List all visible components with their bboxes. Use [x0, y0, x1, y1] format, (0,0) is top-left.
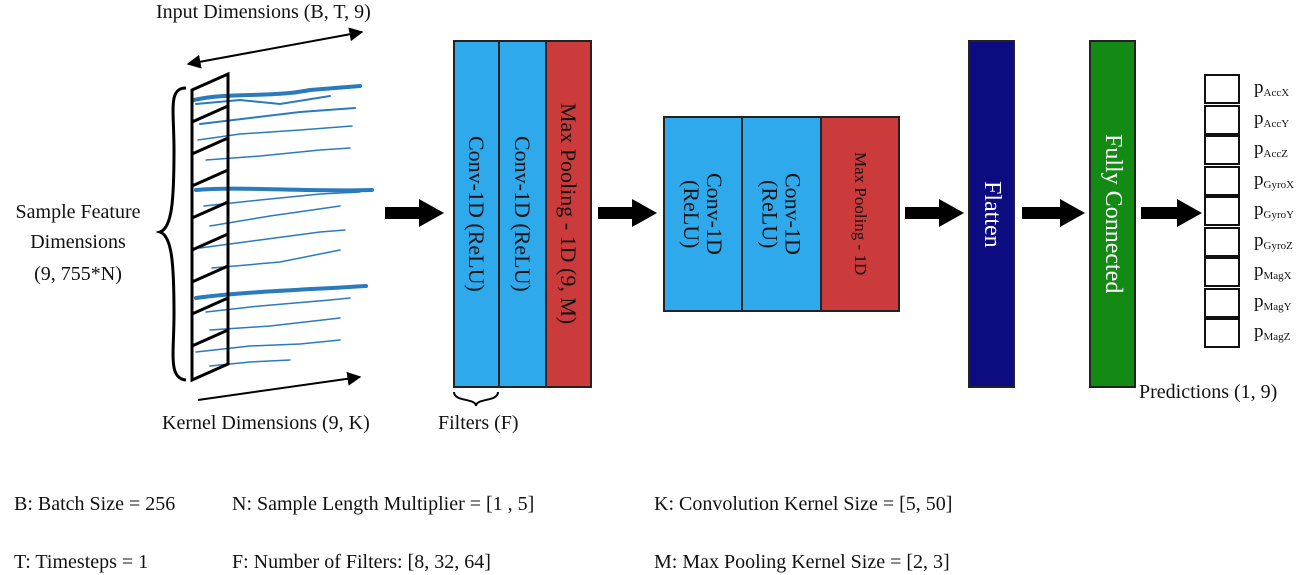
- prediction-cell: [1204, 287, 1240, 318]
- conv1d-block1-a-label: Conv-1D (ReLU): [464, 136, 490, 292]
- kernel-grid: [190, 71, 230, 383]
- prediction-label-base: p: [1254, 138, 1264, 159]
- legend-num-filters: F: Number of Filters: [8, 32, 64]: [232, 551, 491, 573]
- fully-connected-block: Fully Connected: [1089, 40, 1136, 388]
- fully-connected-label: Fully Connected: [1100, 134, 1127, 294]
- flatten-block: Flatten: [968, 40, 1015, 388]
- prediction-cell: [1204, 104, 1240, 135]
- prediction-label-sub: AccY: [1263, 117, 1290, 130]
- conv1d-block2-b-label: Conv-1D (ReLU): [757, 173, 806, 255]
- prediction-label: pAccY: [1254, 108, 1289, 135]
- conv1d-block1-b-label: Conv-1D (ReLU): [510, 136, 536, 292]
- filters-label: Filters (F): [438, 412, 519, 434]
- prediction-label: pGyroY: [1254, 199, 1294, 226]
- conv1d-block2-b: Conv-1D (ReLU): [741, 116, 822, 312]
- prediction-label-base: p: [1254, 168, 1264, 190]
- prediction-cell: [1204, 196, 1240, 226]
- prediction-cell: [1204, 226, 1240, 257]
- legend-conv-kernel: K: Convolution Kernel Size = [5, 50]: [654, 493, 953, 515]
- brace-icon: [453, 391, 499, 407]
- prediction-label: pMagX: [1254, 260, 1292, 287]
- legend-sample-length: N: Sample Length Multiplier = [1 , 5]: [232, 493, 535, 515]
- conv1d-block1-a: Conv-1D (ReLU): [453, 40, 500, 388]
- sample-feature-label-line2: Dimensions: [30, 231, 126, 253]
- legend-batch-size: B: Batch Size = 256: [14, 493, 176, 515]
- prediction-cell: [1204, 165, 1240, 196]
- prediction-label: pAccX: [1254, 77, 1289, 104]
- right-arrow-icon: [197, 371, 362, 401]
- prediction-label-base: p: [1254, 77, 1264, 98]
- conv1d-block1-b: Conv-1D (ReLU): [498, 40, 547, 388]
- maxpool-block2-label: Max Pooling - 1D: [850, 152, 870, 276]
- prediction-label-sub: MagZ: [1263, 331, 1291, 343]
- prediction-label-base: p: [1254, 260, 1264, 281]
- prediction-label: pGyroX: [1254, 169, 1294, 196]
- maxpool-block1: Max Pooling - 1D (9, M): [545, 40, 592, 388]
- legend-timesteps: T: Timesteps = 1: [14, 551, 149, 573]
- maxpool-block2: Max Pooling - 1D: [820, 116, 900, 312]
- prediction-label-sub: AccX: [1263, 87, 1290, 99]
- conv1d-block2-a: Conv-1D (ReLU): [663, 116, 743, 312]
- prediction-label-base: p: [1254, 199, 1264, 220]
- prediction-cell: [1204, 257, 1240, 287]
- conv1d-block2-a-label: Conv-1D (ReLU): [679, 173, 728, 255]
- kernel-dimensions-label: Kernel Dimensions (9, K): [162, 412, 370, 434]
- sample-feature-label-line1: Sample Feature: [15, 201, 141, 223]
- prediction-label-base: p: [1254, 321, 1264, 342]
- predictions-label: Predictions (1, 9): [1139, 381, 1278, 403]
- prediction-cell: [1204, 135, 1240, 165]
- prediction-label: pAccZ: [1254, 138, 1288, 165]
- double-arrow-icon: [186, 27, 364, 69]
- right-arrow-icon: [385, 199, 1202, 227]
- brace-icon: [155, 86, 187, 382]
- prediction-cell: [1204, 318, 1240, 348]
- prediction-label-sub: MagX: [1263, 270, 1292, 282]
- input-dimensions-label: Input Dimensions (B, T, 9): [156, 1, 371, 23]
- prediction-label: pGyroZ: [1254, 230, 1293, 257]
- prediction-label-sub: GyroX: [1263, 178, 1295, 191]
- prediction-label-sub: MagY: [1263, 300, 1292, 313]
- sample-feature-label-line3: (9, 755*N): [34, 263, 122, 285]
- maxpool-block1-label: Max Pooling - 1D (9, M): [556, 103, 582, 325]
- signal-traces: [192, 84, 374, 367]
- prediction-cell: [1204, 74, 1240, 104]
- flatten-label: Flatten: [979, 180, 1006, 248]
- legend-pool-kernel: M: Max Pooling Kernel Size = [2, 3]: [654, 551, 950, 573]
- prediction-label-sub: GyroZ: [1263, 239, 1293, 252]
- prediction-label-base: p: [1254, 229, 1264, 251]
- prediction-label: pMagY: [1254, 291, 1292, 318]
- prediction-label-base: p: [1254, 107, 1264, 129]
- prediction-label-sub: AccZ: [1263, 148, 1288, 160]
- prediction-label-base: p: [1254, 290, 1264, 312]
- prediction-label-sub: GyroY: [1263, 209, 1295, 221]
- prediction-label: pMagZ: [1254, 321, 1290, 348]
